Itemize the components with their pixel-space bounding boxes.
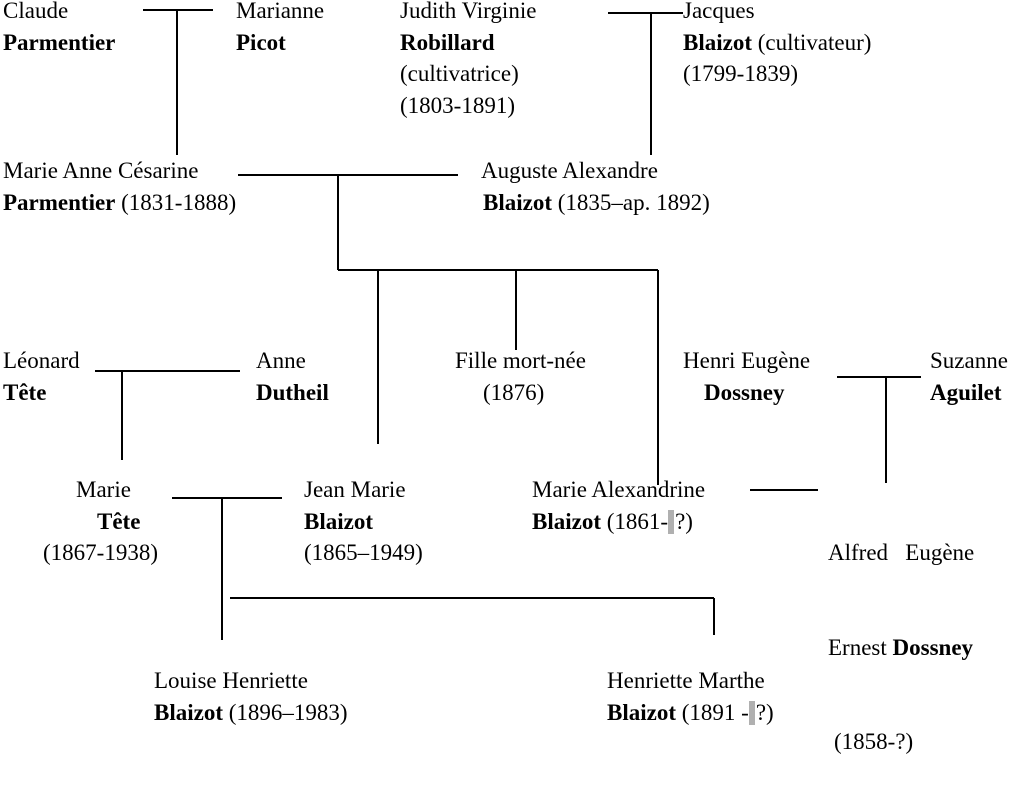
dates: (1865–1949) [304, 540, 423, 565]
highlight-mark [748, 700, 755, 725]
person-marianne-picot: Marianne Picot [236, 0, 324, 58]
person-claude-parmentier: Claude Parmentier [3, 0, 115, 58]
dates: (1799-1839) [683, 61, 798, 86]
dates-end: ?) [755, 699, 774, 725]
given-name: Suzanne [930, 348, 1008, 373]
dates-end: ?) [675, 508, 693, 534]
dates: (1803-1891) [400, 92, 515, 118]
given-name: Jean Marie [304, 477, 406, 502]
given-name: Marie Alexandrine [532, 477, 706, 502]
surname: Blaizot [304, 508, 373, 534]
person-suzanne-aguilet: Suzanne Aguilet [930, 345, 1008, 408]
given-name: Henriette Marthe [607, 668, 765, 693]
surname: Blaizot [532, 508, 601, 534]
highlight-mark [668, 509, 675, 534]
person-judith-robillard: Judith Virginie Robillard (cultivatrice)… [400, 0, 536, 121]
given-name: Judith Virginie [400, 0, 537, 23]
dates-start: (1861- [601, 508, 669, 534]
occupation: (cultivatrice) [400, 61, 519, 86]
given-name: Alfred Eugène [828, 540, 975, 565]
person-jacques-blaizot: Jacques Blaizot (cultivateur) (1799-1839… [683, 0, 871, 90]
surname: Parmentier [3, 29, 116, 55]
given-name: Fille mort-née [455, 348, 586, 373]
person-marie-alexandrine-blaizot: Marie Alexandrine Blaizot (1861-?) [532, 474, 705, 537]
given-name: Claude [3, 0, 69, 23]
given-name: Marianne [236, 0, 325, 23]
given-name: Jacques [683, 0, 755, 23]
person-anne-dutheil: Anne Dutheil [256, 345, 329, 408]
dates: (1858-?) [834, 729, 914, 754]
given-name: Henri Eugène [683, 348, 811, 373]
surname: Dossney [704, 379, 785, 405]
given-name: Marie [76, 477, 131, 502]
surname: Blaizot [483, 189, 552, 215]
surname: Robillard [400, 29, 495, 55]
surname: Parmentier [3, 189, 116, 215]
given-name: Louise Henriette [154, 668, 308, 693]
surname: Tête [97, 508, 141, 534]
given-name-2: Ernest [828, 634, 893, 660]
surname: Blaizot [154, 699, 223, 725]
surname: Dutheil [256, 379, 329, 405]
person-fille-mort-nee: Fille mort-née (1876) [455, 345, 586, 408]
dates: (1876) [483, 379, 545, 405]
person-jean-marie-blaizot: Jean Marie Blaizot (1865–1949) [304, 474, 423, 569]
person-alfred-dossney: Alfred Eugène Ernest Dossney (1858-?) [828, 474, 974, 789]
dates: (1867-1938) [43, 540, 158, 565]
person-henri-dossney: Henri Eugène Dossney [683, 345, 810, 408]
surname: Blaizot [683, 29, 752, 55]
surname: Picot [236, 29, 286, 55]
surname: Blaizot [607, 699, 676, 725]
surname: Tête [3, 379, 47, 405]
surname: Aguilet [930, 379, 1002, 405]
dates: (1835–ap. 1892) [552, 189, 710, 215]
person-marie-tete: Marie Tête (1867-1938) [43, 474, 181, 569]
dates: (1831-1888) [115, 189, 237, 215]
person-leonard-tete: Léonard Tête [3, 345, 80, 408]
surname: Dossney [892, 634, 974, 660]
dates-start: (1891 - [676, 699, 749, 725]
given-name: Marie Anne Césarine [3, 158, 199, 183]
person-marie-anne-parmentier: Marie Anne Césarine Parmentier (1831-188… [3, 155, 236, 218]
given-name: Auguste Alexandre [481, 158, 658, 183]
person-louise-blaizot: Louise Henriette Blaizot (1896–1983) [154, 665, 348, 728]
occupation: (cultivateur) [752, 29, 872, 55]
dates: (1896–1983) [223, 699, 348, 725]
tree-connectors [95, 9, 921, 640]
person-henriette-blaizot: Henriette Marthe Blaizot (1891 -?) [607, 665, 774, 728]
given-name: Léonard [3, 348, 80, 373]
person-auguste-blaizot: Auguste Alexandre Blaizot (1835–ap. 1892… [481, 155, 710, 218]
given-name: Anne [256, 348, 306, 373]
